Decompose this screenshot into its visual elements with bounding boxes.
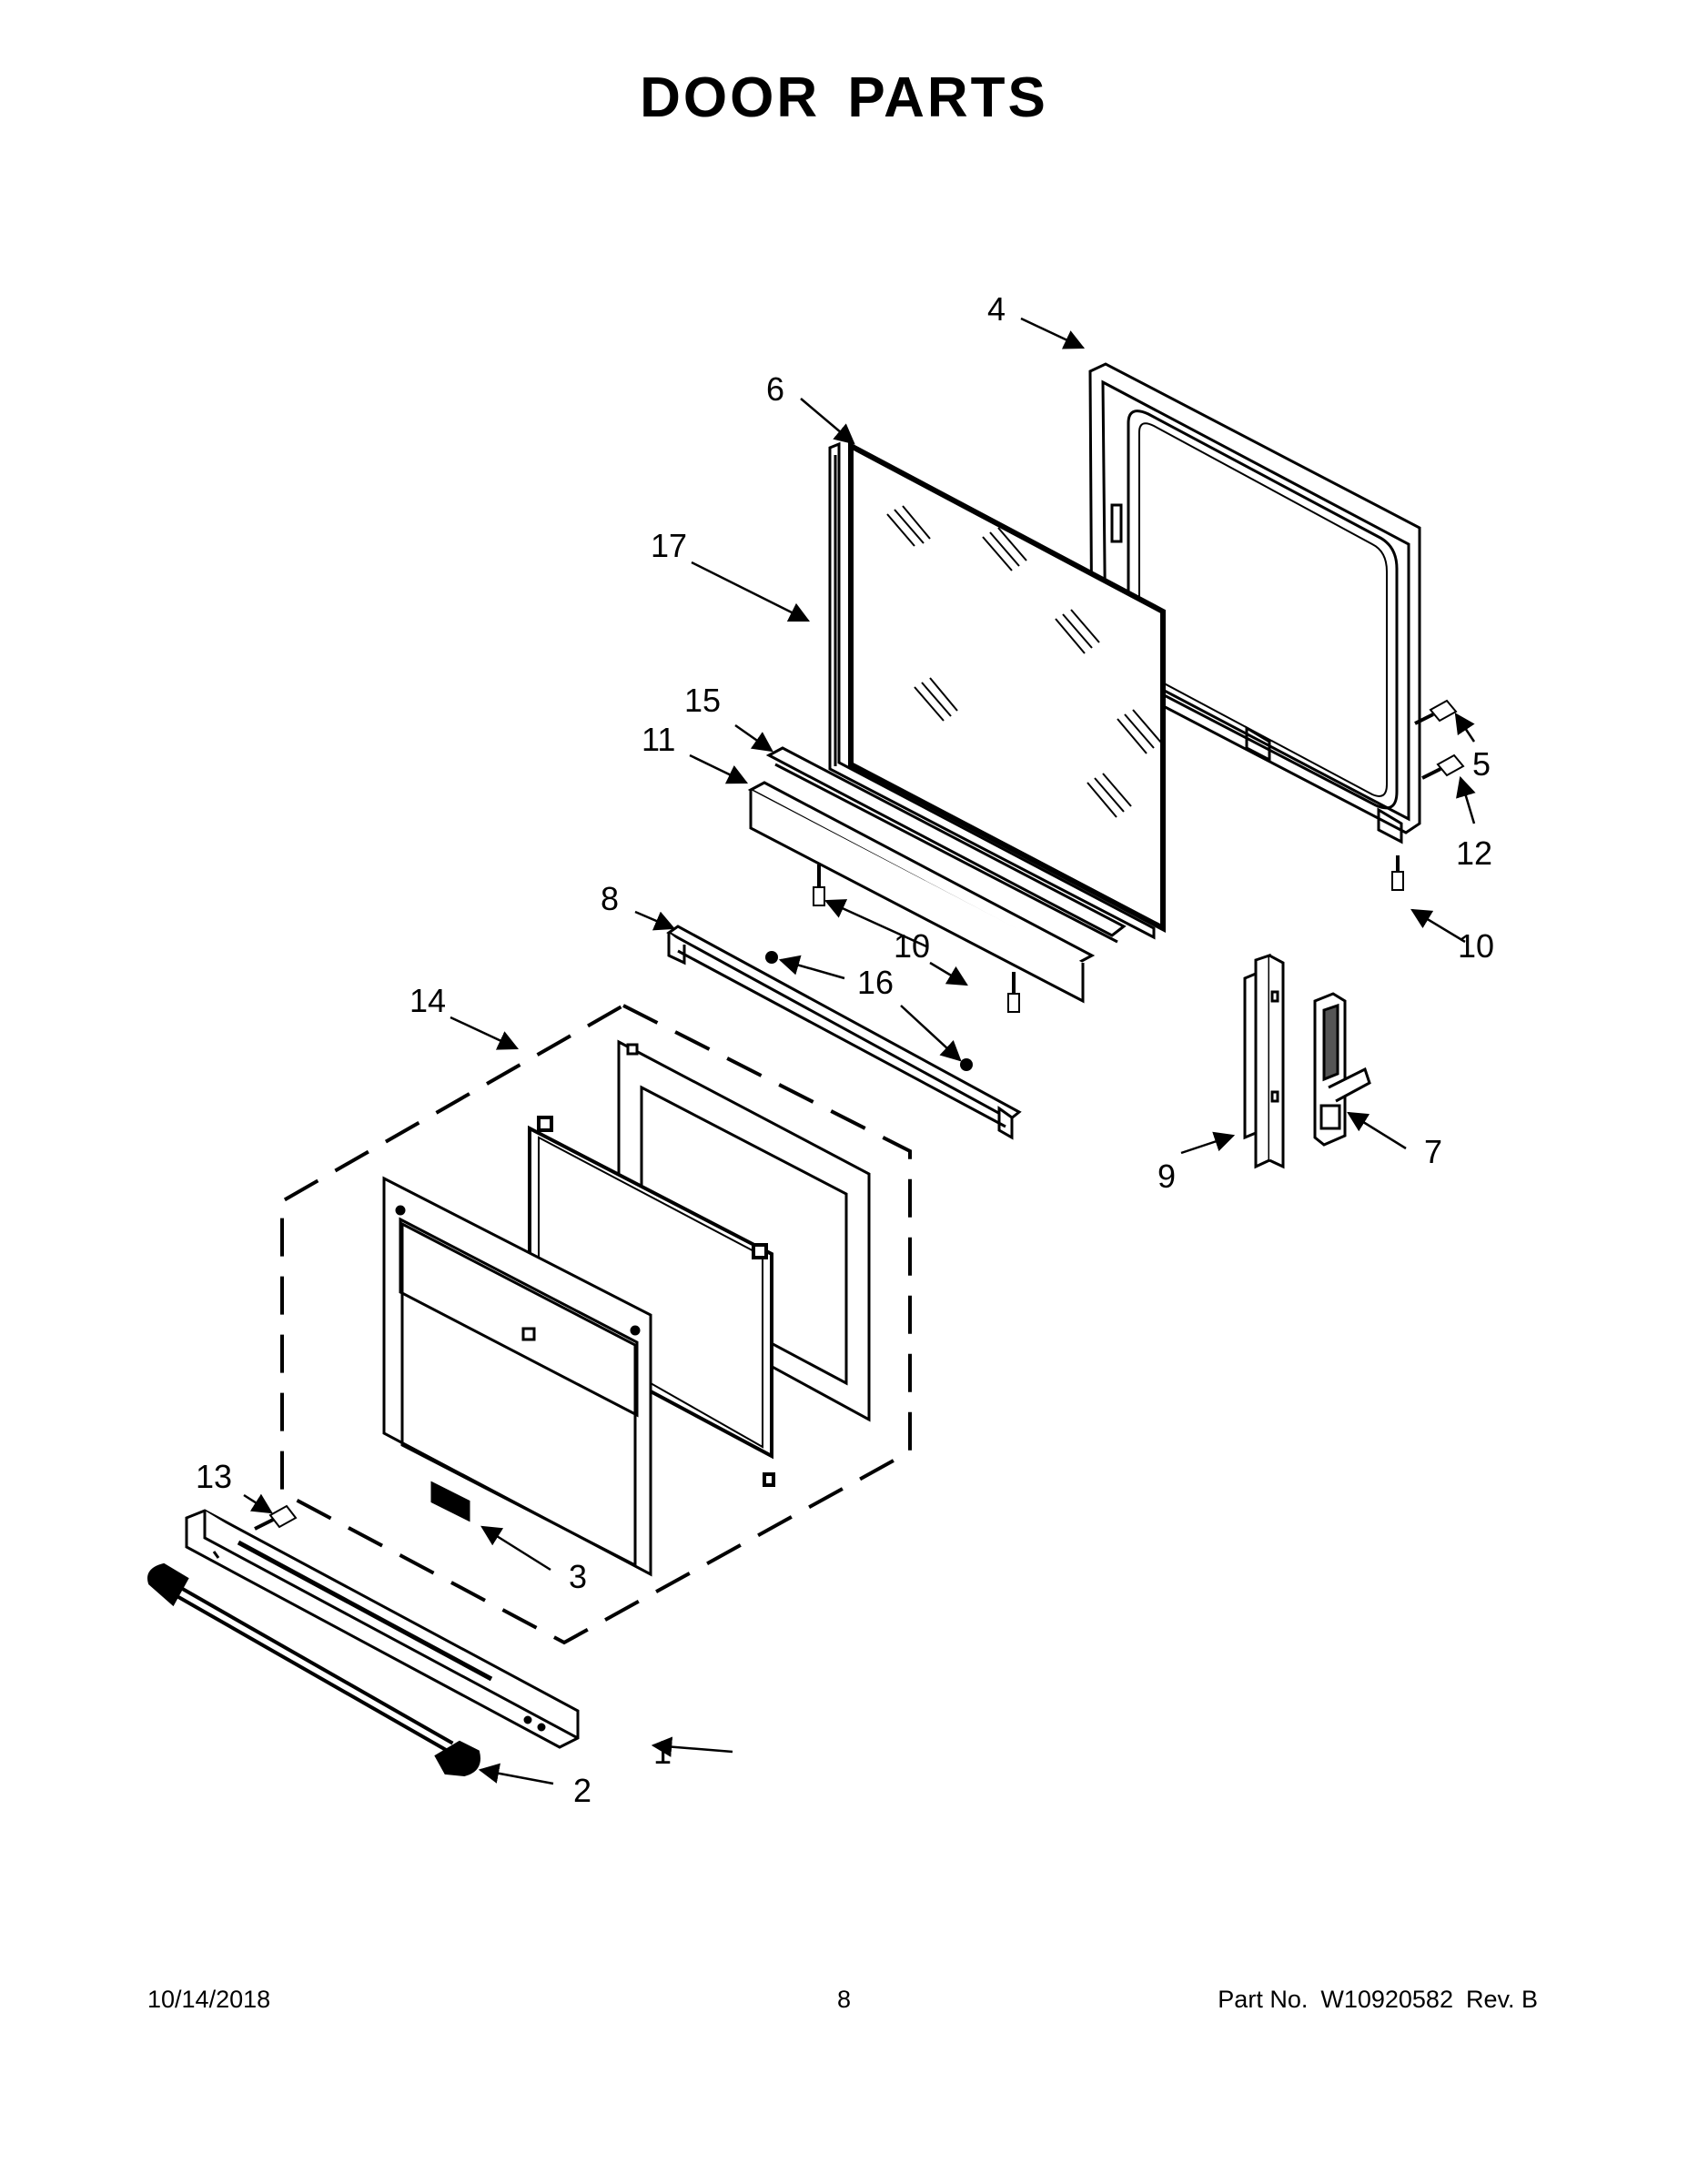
screws <box>254 699 1465 1531</box>
callout-10-right: 10 <box>1458 927 1494 965</box>
door-liner-frame-part-4 <box>1088 362 1421 844</box>
callout-2: 2 <box>573 1772 591 1809</box>
callout-5: 5 <box>1472 745 1491 783</box>
screw-part-12 <box>1421 753 1465 780</box>
callout-3: 3 <box>569 1558 587 1595</box>
hinge-part-7 <box>1313 992 1371 1147</box>
screw-part-10-left <box>813 864 825 906</box>
callout-8: 8 <box>601 880 619 917</box>
handle-bar-part-2 <box>147 1551 480 1777</box>
bottom-vent-part-11 <box>747 781 1096 1004</box>
callout-12: 12 <box>1456 834 1492 872</box>
callout-1: 1 <box>653 1734 672 1771</box>
callout-13: 13 <box>196 1458 232 1495</box>
callout-7: 7 <box>1424 1133 1442 1170</box>
callout-15: 15 <box>684 682 721 719</box>
callout-6: 6 <box>766 370 784 408</box>
screw-part-5 <box>1414 699 1458 725</box>
footer-part-number: Part No. W10920582 Rev. B <box>1218 1986 1538 2014</box>
callout-10-left: 10 <box>894 927 930 965</box>
callout-16: 16 <box>857 964 894 1001</box>
callout-11: 11 <box>642 721 675 758</box>
screw-part-13 <box>254 1504 298 1531</box>
callout-14: 14 <box>409 982 446 1019</box>
outer-door-assembly-outline-part-14 <box>280 1003 912 1645</box>
plug-part-16-b <box>960 1058 973 1071</box>
seal-strip-part-15 <box>765 746 1127 944</box>
part-no-value: W10920582 <box>1320 1986 1453 2013</box>
page-title: DOOR PARTS <box>640 66 1048 129</box>
leader-lines <box>243 317 1476 1785</box>
door-glass-part-6 <box>848 441 1166 933</box>
callout-numbers: 1 2 3 4 5 6 7 8 9 10 10 11 12 13 14 15 1… <box>196 290 1494 1809</box>
handle-trim-part-1 <box>185 1509 580 1749</box>
hinge-receptacle-part-9 <box>1243 953 1285 1169</box>
callout-4: 4 <box>987 290 1006 328</box>
part-no-label: Part No. <box>1218 1986 1309 2013</box>
callout-17: 17 <box>651 527 687 564</box>
outer-door-panel <box>382 1176 652 1577</box>
screw-part-10-right <box>1391 855 1404 891</box>
footer-date: 10/14/2018 <box>147 1986 271 2013</box>
footer-page-number: 8 <box>836 1986 852 2013</box>
plug-part-16-a <box>765 951 778 964</box>
callout-9: 9 <box>1157 1158 1176 1195</box>
revision: Rev. B <box>1465 1986 1538 2013</box>
screw-part-10-mid <box>1007 972 1020 1013</box>
